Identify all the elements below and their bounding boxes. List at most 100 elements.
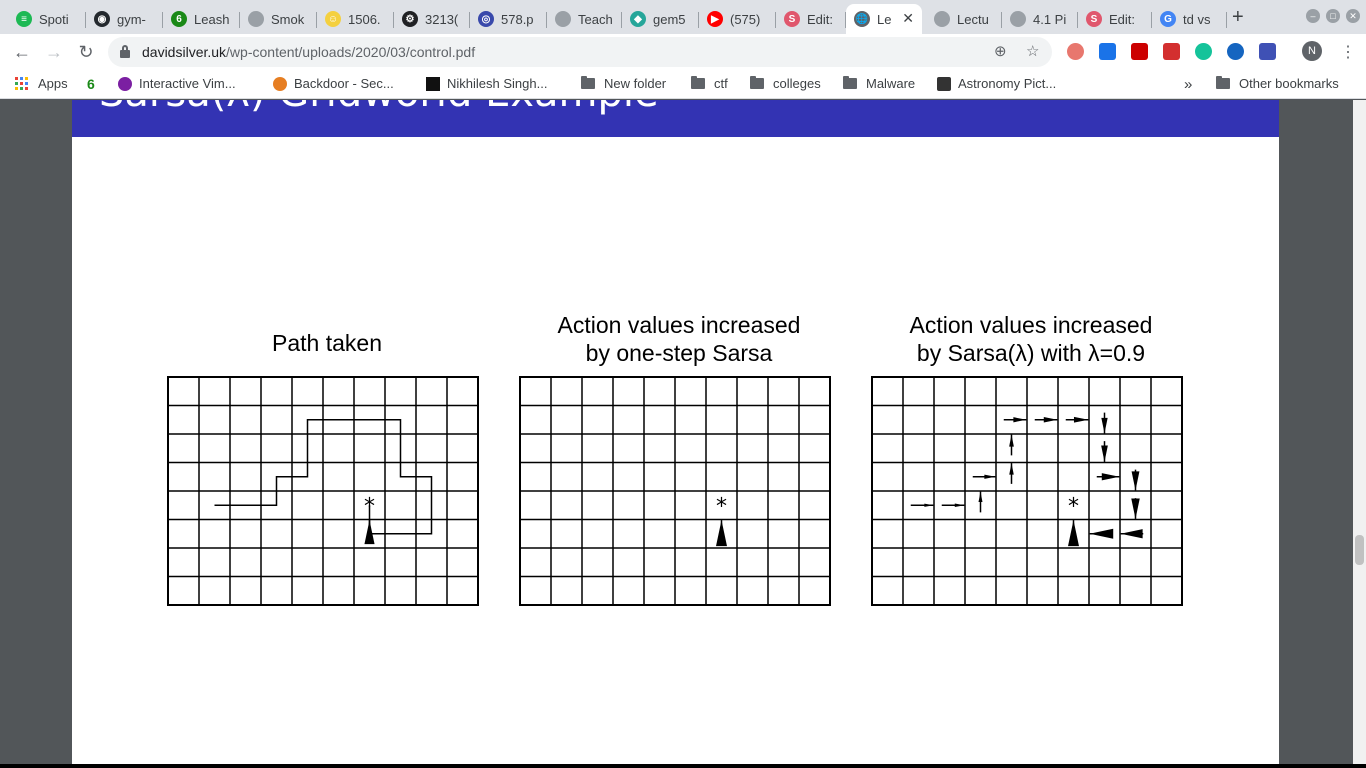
grammarly-icon[interactable] (1195, 43, 1212, 60)
url-path: /wp-content/uploads/2020/03/control.pdf (226, 44, 476, 60)
tab-favicon-icon: S (1086, 11, 1102, 27)
tab-12[interactable]: Lectu (926, 4, 1002, 34)
menu-icon[interactable]: ⋮ (1340, 44, 1356, 61)
tab-5[interactable]: ⚙3213( (394, 4, 470, 34)
tab-separator (316, 12, 317, 28)
pdf-page: Sarsa(λ) Gridworld Example Path taken Ac… (72, 100, 1279, 768)
bookmark-star-icon[interactable]: ☆ (1026, 43, 1040, 60)
maximize-icon[interactable]: □ (1326, 9, 1340, 23)
tab-3[interactable]: Smok (240, 4, 317, 34)
bookmark-nikhilesh[interactable]: Nikhilesh Singh... (426, 76, 547, 91)
extension-icon-6[interactable] (1227, 43, 1244, 60)
bookmark-leash[interactable]: 6 (87, 76, 108, 92)
bookmark-folder-new-folder[interactable]: New folder (581, 76, 666, 91)
tab-separator (1226, 12, 1227, 28)
leash-icon: 6 (87, 76, 95, 92)
tab-favicon-icon: ☺ (325, 11, 341, 27)
bookmark-label: Nikhilesh Singh... (447, 76, 548, 91)
bookmark-other-bookmarks[interactable]: Other bookmarks (1216, 76, 1339, 91)
tab-separator (1001, 12, 1002, 28)
pdf-viewer[interactable]: Sarsa(λ) Gridworld Example Path taken Ac… (0, 100, 1366, 768)
folder-icon (581, 76, 595, 89)
profile-avatar[interactable]: N (1302, 41, 1322, 61)
tab-separator (621, 12, 622, 28)
tab-7[interactable]: Teach (547, 4, 622, 34)
slide-title: Sarsa(λ) Gridworld Example (99, 100, 659, 116)
folder-icon (750, 76, 764, 89)
bookmark-label: colleges (773, 76, 821, 91)
vim-icon (118, 76, 132, 91)
tab-0[interactable]: ≡Spoti (8, 4, 86, 34)
goal-marker: * (716, 494, 727, 519)
panel-title-path-taken: Path taken (167, 329, 487, 357)
tab-favicon-icon (248, 11, 264, 27)
nikhilesh-icon (426, 76, 440, 91)
bookmark-interactive-vim[interactable]: Interactive Vim... (118, 76, 236, 91)
back-icon[interactable]: ← (13, 41, 31, 62)
close-window-icon[interactable]: ✕ (1346, 9, 1360, 23)
zoom-icon[interactable]: ⊕ (994, 43, 1007, 60)
extension-icon-7[interactable] (1259, 43, 1276, 60)
bookmark-astronomy[interactable]: Astronomy Pict... (937, 76, 1056, 91)
vertical-scrollbar[interactable] (1353, 100, 1366, 768)
tab-11[interactable]: 🌐Le✕ (846, 4, 922, 34)
tab-favicon-icon: ◆ (630, 11, 646, 27)
tab-13[interactable]: 4.1 Pi (1002, 4, 1078, 34)
tab-separator (85, 12, 86, 28)
tab-favicon-icon: G (1160, 11, 1176, 27)
gridworld-one-step-sarsa: * (519, 376, 831, 606)
bookmark-folder-colleges[interactable]: colleges (750, 76, 821, 91)
bottom-edge (0, 764, 1366, 768)
bookmarks-overflow-icon[interactable]: » (1184, 76, 1193, 93)
bookmark-backdoor[interactable]: Backdoor - Sec... (273, 76, 394, 91)
tab-separator (239, 12, 240, 28)
reload-icon[interactable]: ↻ (78, 41, 94, 62)
tab-label: Smok (271, 11, 305, 27)
url-host: davidsilver.uk (142, 44, 227, 60)
tab-separator (393, 12, 394, 28)
bookmarks-bar: Apps 6 Interactive Vim... Backdoor - Sec… (0, 70, 1366, 99)
extension-icon-2[interactable] (1099, 43, 1116, 60)
panel-title-line: by one-step Sarsa (585, 340, 773, 366)
tab-1[interactable]: ◉gym- (86, 4, 163, 34)
bookmark-folder-ctf[interactable]: ctf (691, 76, 728, 91)
bookmark-folder-malware[interactable]: Malware (843, 76, 915, 91)
url-text[interactable]: davidsilver.uk/wp-content/uploads/2020/0… (142, 44, 475, 60)
bookmark-label: Other bookmarks (1239, 76, 1339, 91)
browser-toolbar: ← → ↻ davidsilver.uk/wp-content/uploads/… (0, 34, 1366, 70)
bookmark-apps[interactable]: Apps (15, 76, 68, 91)
extension-icon-3[interactable] (1131, 43, 1148, 60)
tab-separator (845, 12, 846, 28)
tab-label: Spoti (39, 11, 69, 27)
forward-icon[interactable]: → (45, 41, 63, 62)
address-bar[interactable]: davidsilver.uk/wp-content/uploads/2020/0… (108, 37, 1052, 67)
tab-9[interactable]: ▶(575) (699, 4, 776, 34)
extension-icon-1[interactable] (1067, 43, 1084, 60)
bookmark-label: Apps (38, 76, 68, 91)
tab-separator (162, 12, 163, 28)
tab-close-icon[interactable]: ✕ (902, 10, 914, 26)
lock-icon (120, 45, 130, 58)
extension-icon-4[interactable] (1163, 43, 1180, 60)
tab-4[interactable]: ☺ 1506. (317, 4, 394, 34)
tab-favicon-icon: ◎ (478, 11, 494, 27)
tab-favicon-icon (555, 11, 571, 27)
astronomy-icon (937, 76, 951, 91)
goal-marker: * (1068, 494, 1079, 519)
tab-6[interactable]: ◎ 578.p (470, 4, 547, 34)
tab-8[interactable]: ◆gem5 (622, 4, 699, 34)
tab-label: 1506. (348, 11, 381, 27)
apps-grid-icon (15, 76, 29, 91)
new-tab-button[interactable]: + (1232, 6, 1244, 28)
bookmark-label: Malware (866, 76, 916, 91)
tab-separator (1151, 12, 1152, 28)
minimize-icon[interactable]: – (1306, 9, 1320, 23)
scrollbar-thumb[interactable] (1355, 535, 1364, 565)
tab-label: 578.p (501, 11, 534, 27)
panel-title-line: by Sarsa(λ) with λ=0.9 (916, 340, 1146, 366)
bookmark-label: ctf (714, 76, 728, 91)
